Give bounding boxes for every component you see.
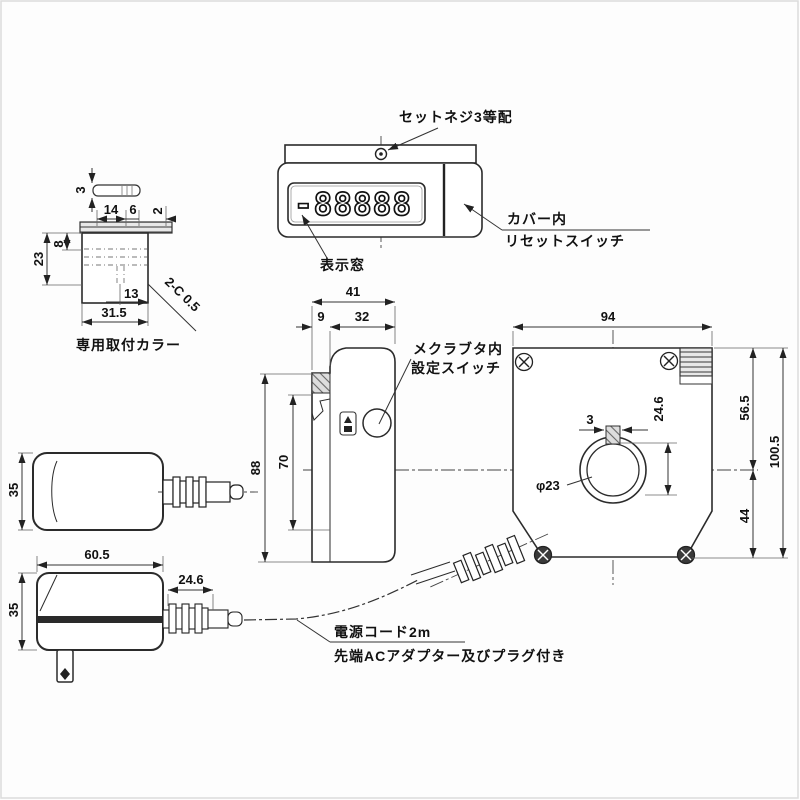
leader-set-screw <box>387 127 439 151</box>
ac-adapter-top-view: 35 <box>6 452 258 531</box>
dim-collar-31-5: 31.5 <box>101 305 126 320</box>
adapter-case-edge <box>39 574 58 612</box>
cord-curve <box>243 579 419 621</box>
dim-front-56-5: 56.5 <box>737 395 752 420</box>
corner-screw-icon <box>676 545 696 565</box>
ac-adapter-side-view: 60.5 35 24.6 <box>6 547 243 683</box>
dim-front-94: 94 <box>601 309 616 324</box>
leader-hole-dia <box>566 476 593 486</box>
label-cover-line2: リセットスイッチ <box>505 233 625 249</box>
label-cover-line1: カバー内 <box>507 211 567 227</box>
dim-side-32: 32 <box>355 309 369 324</box>
dim-front-3: 3 <box>586 412 593 427</box>
display-value: -88888 <box>294 187 412 223</box>
leader-cord-note <box>296 619 331 643</box>
terminal-block-lip <box>679 375 713 385</box>
dim-adapter-35-top: 35 <box>6 483 21 497</box>
label-switch-line1: メクラブタ内 <box>413 341 503 357</box>
up-arrow-icon <box>344 416 352 423</box>
collar-detail-view: 3 14 6 2 23 8 13 <box>31 168 203 353</box>
dim-collar-13: 13 <box>124 286 138 301</box>
label-set-screw: セットネジ3等配 <box>399 109 513 125</box>
leader-chamfer <box>147 283 197 332</box>
set-screw-center <box>379 152 383 156</box>
adapter-relief-side <box>162 603 243 634</box>
display-window-inner <box>290 185 423 223</box>
dim-collar-6: 6 <box>129 202 136 217</box>
front-plate-view: 94 3 24.6 φ23 56.5 44 100.5 <box>512 309 788 585</box>
leader-setting-switch <box>378 358 412 425</box>
top-view-display-unit: -88888 セットネジ3等配 表示窓 カバー内 リセットスイッチ <box>277 109 650 273</box>
dim-side-88: 88 <box>248 461 263 475</box>
collar-pin <box>92 184 141 197</box>
corner-screw-icon <box>514 352 534 372</box>
dim-side-70: 70 <box>276 455 291 469</box>
key-tab <box>605 425 621 445</box>
dim-front-24-6: 24.6 <box>651 396 666 421</box>
terminal-block <box>679 347 713 377</box>
corner-screw-icon <box>533 545 553 565</box>
label-collar-caption: 専用取付カラー <box>76 337 181 353</box>
plug-blade-hole <box>60 668 70 680</box>
setting-switch-cover <box>362 408 392 438</box>
collar-body <box>81 232 149 304</box>
leader-display-window <box>301 214 328 259</box>
leader-cover <box>463 203 503 231</box>
mounting-clip-spring <box>311 392 331 421</box>
dim-collar-14: 14 <box>104 202 119 217</box>
dim-front-100-5: 100.5 <box>767 436 782 469</box>
dc-plug-tip <box>229 484 244 500</box>
dim-front-44: 44 <box>737 508 752 523</box>
dim-pin-height: 3 <box>73 186 88 193</box>
label-switch-line2: 設定スイッチ <box>411 360 501 376</box>
adapter-relief-top <box>162 476 244 508</box>
dim-collar-chamfer: 2-C 0.5 <box>162 274 203 314</box>
side-body <box>311 347 396 563</box>
marking-block <box>344 426 352 432</box>
label-cord-line2: 先端ACアダプター及びプラグ付き <box>334 648 566 664</box>
cord-axis <box>427 533 549 589</box>
dim-adapter-35-side: 35 <box>6 603 21 617</box>
dim-front-hole-dia: φ23 <box>536 478 560 493</box>
power-cord: 電源コード2m 先端ACアダプター及びプラグ付き <box>243 533 566 664</box>
dim-collar-2: 2 <box>150 207 165 214</box>
label-cord-line1: 電源コード2m <box>334 624 431 640</box>
adapter-shell-line <box>51 460 58 523</box>
dim-adapter-60-5: 60.5 <box>84 547 109 562</box>
dim-side-41: 41 <box>346 284 360 299</box>
cord-strain-relief-coil <box>452 534 526 584</box>
mounting-clip-block <box>311 372 331 394</box>
adapter-body-top <box>32 452 164 531</box>
display-window <box>287 182 426 226</box>
dim-adapter-24-6: 24.6 <box>178 572 203 587</box>
side-view-body: メクラブタ内 設定スイッチ 41 9 32 88 70 <box>248 284 503 563</box>
dim-collar-8: 8 <box>51 240 66 247</box>
label-display-window: 表示窓 <box>319 257 365 273</box>
dc-plug-tip <box>227 611 243 627</box>
adapter-seam <box>38 616 162 623</box>
dim-collar-23: 23 <box>31 252 46 266</box>
corner-screw-icon <box>659 351 679 371</box>
dim-side-9: 9 <box>317 309 324 324</box>
adapter-body-side <box>36 572 164 651</box>
